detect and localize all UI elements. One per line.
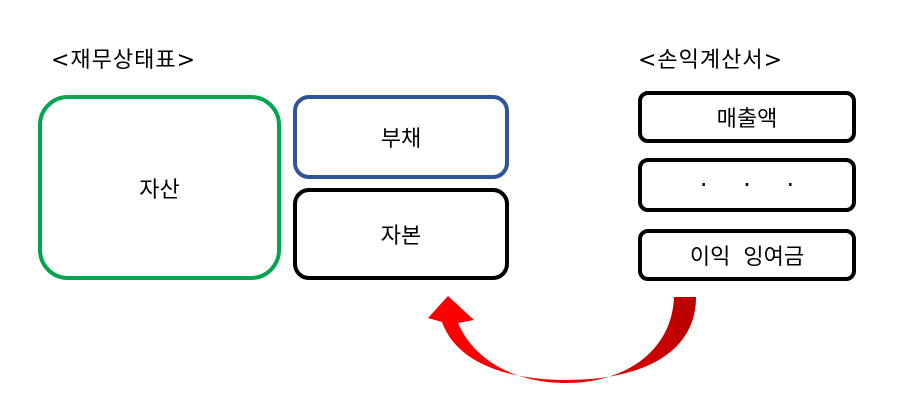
sales-box: 매출액 [638, 91, 856, 143]
ellipsis-label: · · · [699, 171, 809, 199]
liability-label: 부채 [380, 127, 422, 152]
asset-box: 자산 [38, 95, 281, 280]
retained-earnings-box: 이익 잉여금 [638, 229, 856, 281]
balance-sheet-title: <재무상태표> [51, 48, 197, 73]
equity-box: 자본 [293, 188, 509, 280]
income-statement-title: <손익계산서> [638, 48, 784, 73]
asset-label: 자산 [139, 177, 180, 203]
ellipsis-box: · · · [638, 158, 856, 212]
retained-earnings-label: 이익 잉여금 [689, 245, 805, 270]
arrow-body [428, 296, 696, 383]
equity-label: 자본 [380, 224, 422, 249]
sales-label: 매출액 [716, 107, 778, 132]
liability-box: 부채 [293, 95, 509, 179]
